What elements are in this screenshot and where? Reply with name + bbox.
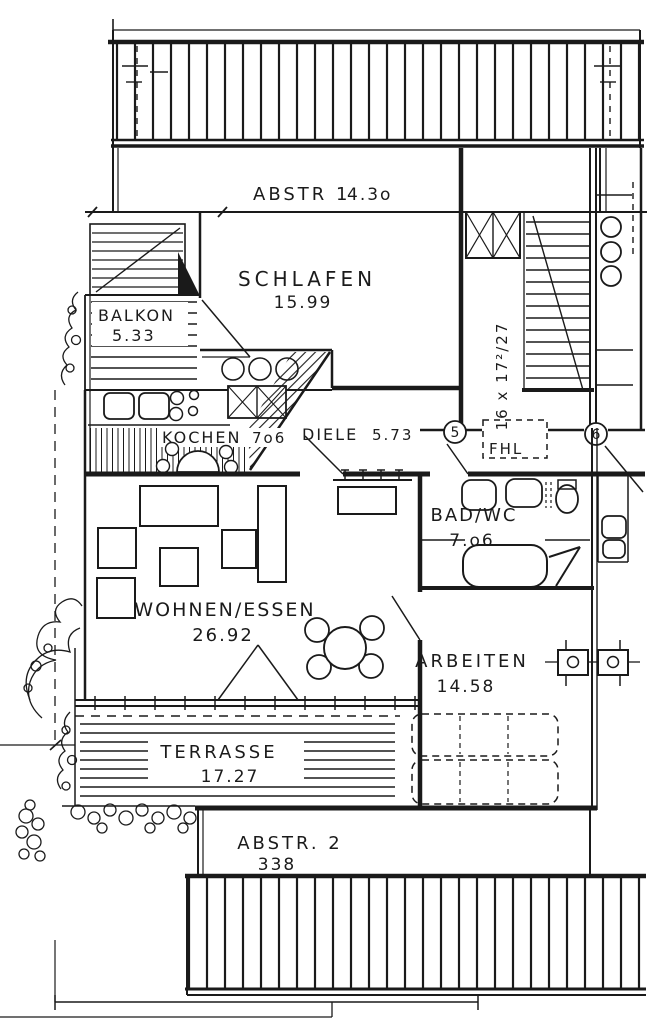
fhl-dashed-box [482,419,548,459]
room-wohnen [96,469,421,701]
label-abstr1-area: 4.3o [347,185,392,205]
dashed-wardrobe [411,713,559,757]
label-badwc-area: 7.o6 [449,531,494,551]
door-mark [548,546,581,558]
label-balkon-area: 5.33 [112,326,156,345]
kitchen-sink [138,392,170,420]
entry-landing [420,419,645,493]
glazing-mullions [94,696,416,710]
stairwell [465,148,634,430]
dining-set [304,615,385,680]
upper-walls [85,148,647,430]
vine [56,711,71,790]
diele-door-swing [304,435,344,475]
label-kochen: KOCHEN [162,428,242,447]
label-fhl: FHL [489,440,523,458]
door-mark [555,546,581,587]
label-kochen-area: 7o6 [252,429,286,447]
sofa-group [96,485,287,619]
label-arbeiten: ARBEITEN [415,651,529,672]
label-position-5: 5 [451,425,460,441]
shaft-circle [600,241,622,263]
radiator [557,649,589,676]
label-diele-area: 5.73 [372,426,413,444]
label-abstr1: ABSTR 1 [253,184,350,205]
terrace-door-swing [257,644,299,701]
dashed-wardrobe [411,759,559,805]
railing-joint-ticks [122,65,622,83]
label-badwc: BAD/WC [431,505,518,526]
label-schlafen-area: 15.99 [274,293,333,313]
label-terrasse: TERRASSE [159,742,277,763]
site-lines [0,390,75,1002]
label-wohnen-area: 26.92 [192,625,254,646]
stair-winder-line [532,215,584,391]
label-abstr2-area: 338 [258,855,296,875]
room-balkon [84,294,200,392]
shaft-circle [600,216,622,238]
railing-joint-lines [136,46,611,140]
bottom-railing [0,873,646,1018]
plant [25,627,81,701]
terrace-door-swing [217,644,259,701]
position-circle-5 [443,420,467,444]
top-railing [108,19,644,148]
bathroom-sink [505,478,543,508]
balcony-stair [89,223,200,296]
label-terrasse-area: 17.27 [201,767,260,787]
stair-solid-corner [178,252,200,296]
label-stair-note: 16 x 17²/27 [493,322,511,431]
vine [60,291,79,386]
label-abstr2: ABSTR. 2 [237,833,343,854]
position-circle-6 [584,422,608,446]
label-wohnen: WOHNEN/ESSEN [134,599,315,621]
abstr2-zone [197,808,591,876]
shaft-circle [600,265,622,287]
room-kochen [83,351,332,700]
balcony-door-swing [201,299,251,358]
label-arbeiten-area: 14.58 [437,677,496,697]
terrasse [62,648,597,811]
room-badwc [417,474,594,592]
hooks [341,469,403,480]
arbeiten-door-swing [391,595,421,641]
vegetation [15,291,197,862]
door-swing [604,445,644,493]
bathtub [462,544,548,588]
radiator [597,649,629,676]
sideboard [337,486,397,515]
label-position-6: 6 [592,427,601,443]
room-arbeiten [411,428,598,810]
kitchen-sink [103,392,135,420]
toilet-cistern [557,479,577,490]
toilet [555,484,579,514]
main-cross-wall [85,435,645,477]
bathroom-sink [461,479,497,511]
plant [27,598,83,719]
label-balkon: BALKON [98,306,175,325]
kitchen-table [176,450,220,473]
label-schlafen: SCHLAFEN [238,267,376,291]
label-diele: DIELE [302,425,358,444]
neighbor-strip [545,474,640,686]
stove-burners [168,389,200,422]
entry-door-swing [446,443,469,475]
labels: ABSTR 1 4.3o SCHLAFEN 15.99 BALKON 5.33 … [98,184,601,875]
stair-treads [526,221,590,379]
room-schlafen [198,148,464,430]
